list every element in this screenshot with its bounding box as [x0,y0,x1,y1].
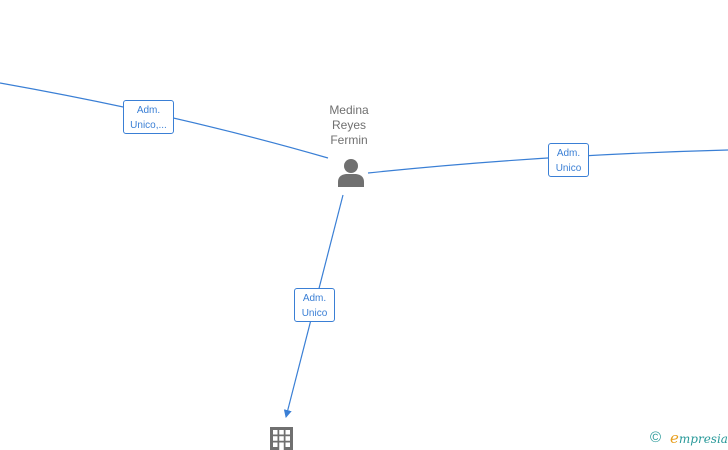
edge-label-right[interactable]: Adm. Unico [548,143,589,177]
edge-label-left-line-1: Adm. [136,105,161,116]
brand-logo: empresia [670,430,728,447]
edge-label-down-line-1: Adm. [302,293,327,304]
edge-label-left-line-2: Unico,... [130,120,167,131]
person-name-line-1: Medina [329,103,369,117]
copyright-symbol: © [650,429,662,446]
edge-label-left[interactable]: Adm. Unico,... [123,100,174,134]
person-name-line-3: Fermin [330,133,368,147]
person-name[interactable]: Medina Reyes Fermin [318,103,380,148]
building-icon[interactable] [270,427,293,450]
edge-label-down[interactable]: Adm. Unico [294,288,335,322]
brand-rest: mpresia [678,432,728,446]
edge-line-right [367,149,728,174]
person-icon[interactable] [337,158,365,188]
person-name-line-2: Reyes [331,118,366,132]
edge-label-right-line-2: Unico [555,163,582,174]
edge-label-down-line-2: Unico [301,308,328,319]
edge-label-right-line-1: Adm. [556,148,581,159]
brand-initial: e [670,429,679,447]
